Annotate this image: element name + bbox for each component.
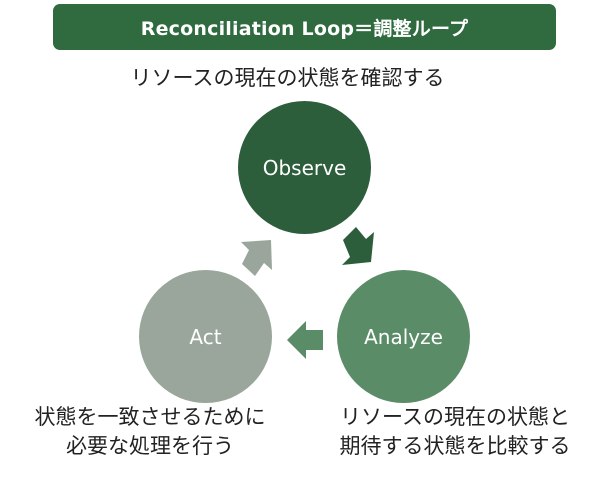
observe-caption: リソースの現在の状態を確認する [130,66,445,90]
act-caption: 状態を一致させるために 必要な処理を行う [5,403,295,461]
title-text: Reconciliation Loop＝調整ループ [140,17,469,40]
arrow-act-to-observe [241,240,272,276]
arrow-analyze-to-act [287,321,323,359]
act-label: Act [189,324,222,349]
act-node: Act [139,270,272,403]
analyze-caption: リソースの現在の状態と 期待する状態を比較する [310,403,600,461]
analyze-label: Analyze [364,324,443,349]
observe-label: Observe [262,155,347,180]
analyze-caption-line2: 期待する状態を比較する [339,434,571,458]
observe-node: Observe [238,101,371,234]
arrow-observe-to-analyze [342,227,374,265]
analyze-node: Analyze [337,270,470,403]
analyze-caption-line1: リソースの現在の状態と [340,405,570,429]
act-caption-line1: 状態を一致させるために [34,405,266,429]
title-banner: Reconciliation Loop＝調整ループ [53,4,556,50]
act-caption-line2: 必要な処理を行う [66,434,234,458]
